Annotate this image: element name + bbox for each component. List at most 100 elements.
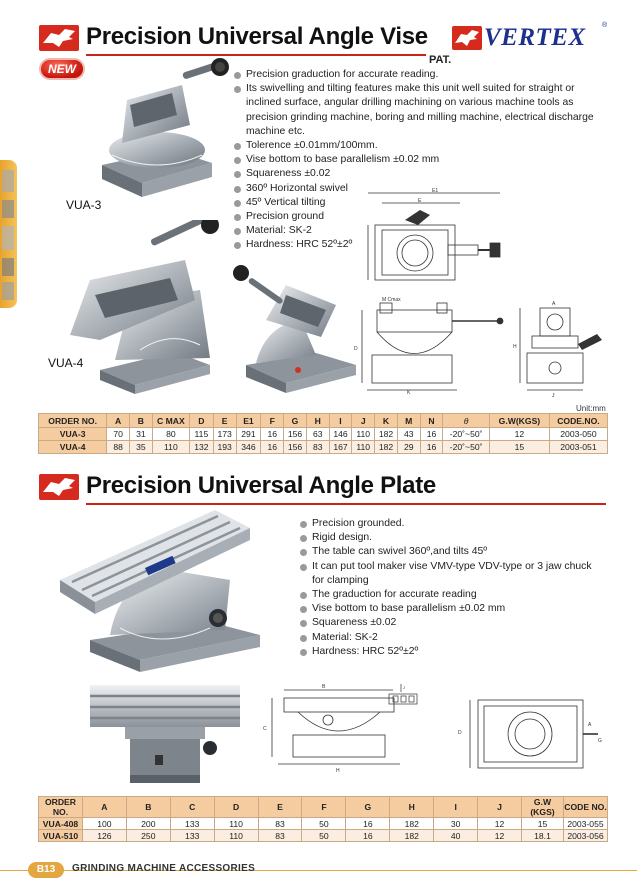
unit-label: Unit:mm bbox=[576, 404, 606, 413]
table-row: VUA-4 88 35 110 132 193 346 16 156 83 16… bbox=[37, 440, 609, 454]
table-header-cell: B bbox=[125, 796, 171, 818]
feature-item: 360º Horizontal swivel bbox=[233, 182, 605, 196]
svg-text:C: C bbox=[263, 726, 267, 732]
table-cell: 70 bbox=[106, 427, 131, 441]
table-cell: 83 bbox=[305, 440, 330, 454]
table-header-cell: A bbox=[106, 413, 131, 428]
svg-text:J: J bbox=[552, 393, 555, 398]
table-header-cell: D bbox=[213, 796, 259, 818]
feature-item: Hardness: HRC 52º±2º bbox=[233, 238, 605, 252]
table-header-cell: CODE NO. bbox=[562, 796, 609, 818]
table-header-cell: G bbox=[345, 796, 391, 818]
table-cell: 126 bbox=[81, 829, 127, 842]
angle-plate-photo bbox=[60, 510, 260, 672]
table-cell: 16 bbox=[419, 427, 444, 441]
table-cell: 16 bbox=[260, 440, 285, 454]
section1-feature-list: Precision graduction for accurate readin… bbox=[233, 68, 605, 253]
table-cell: 15 bbox=[521, 817, 564, 830]
table-header-cell: J bbox=[351, 413, 376, 428]
table-header-cell: E bbox=[257, 796, 303, 818]
angle-plate-top-drawing: D A G bbox=[458, 699, 602, 769]
table-cell: 133 bbox=[169, 829, 215, 842]
table-cell: 35 bbox=[129, 440, 153, 454]
title-underline bbox=[86, 503, 606, 505]
table-cell: 50 bbox=[301, 817, 347, 830]
table-cell: -20˚~50˚ bbox=[442, 440, 490, 454]
table-header-cell: J bbox=[477, 796, 523, 818]
table-header-cell: G.W (KGS) bbox=[521, 796, 564, 818]
footer-rule bbox=[0, 870, 637, 871]
table-header-cell: K bbox=[374, 413, 398, 428]
table-cell: 200 bbox=[125, 817, 171, 830]
svg-text:E1: E1 bbox=[432, 188, 438, 194]
table-cell: 88 bbox=[106, 440, 131, 454]
svg-text:M Cmax: M Cmax bbox=[382, 297, 401, 303]
feature-item: Squareness ±0.02 bbox=[233, 167, 605, 181]
brand-name: VERTEX bbox=[484, 24, 586, 51]
table-cell: 31 bbox=[129, 427, 153, 441]
table-cell: 133 bbox=[169, 817, 215, 830]
feature-item: Precision grounded. bbox=[299, 517, 605, 531]
table-header-cell: E bbox=[212, 413, 237, 428]
table-cell: 83 bbox=[257, 829, 303, 842]
feature-item: Precision graduction for accurate readin… bbox=[233, 68, 605, 82]
table-cell: 167 bbox=[328, 440, 353, 454]
table-cell: 16 bbox=[260, 427, 285, 441]
svg-text:J: J bbox=[403, 685, 405, 690]
table-cell: 16 bbox=[345, 829, 391, 842]
vua4-photo bbox=[70, 220, 219, 394]
table-cell: 30 bbox=[433, 817, 479, 830]
table-cell: -20˚~50˚ bbox=[442, 427, 490, 441]
table-cell: VUA-510 bbox=[38, 829, 83, 842]
angle-plate-front-photo bbox=[90, 685, 240, 783]
svg-text:K: K bbox=[407, 390, 411, 395]
table-cell: 16 bbox=[345, 817, 391, 830]
table-header-cell: CODE.NO. bbox=[548, 413, 609, 428]
table-header-cell: A bbox=[81, 796, 127, 818]
feature-item: Its swivelling and tilting features make… bbox=[233, 82, 605, 139]
footer-category: GRINDING MACHINE ACCESSORIES bbox=[72, 863, 256, 874]
section2-feature-list: Precision grounded. Rigid design. The ta… bbox=[299, 517, 605, 659]
angle-plate-spec-table: ORDER NO. A B C D E F G H I J G.W (KGS) … bbox=[38, 796, 609, 842]
table-header-cell: I bbox=[433, 796, 479, 818]
feature-item: Rigid design. bbox=[299, 531, 605, 545]
table-cell: 12 bbox=[477, 817, 523, 830]
model-label-vua4: VUA-4 bbox=[48, 356, 84, 370]
table-header-row: ORDER NO. A B C MAX D E E1 F G H I J K M… bbox=[37, 413, 609, 428]
page-number: B13 bbox=[28, 862, 64, 878]
table-cell: 115 bbox=[189, 427, 214, 441]
table-header-row: ORDER NO. A B C D E F G H I J G.W (KGS) … bbox=[38, 796, 609, 818]
feature-item: Precision ground bbox=[233, 210, 605, 224]
svg-text:A: A bbox=[552, 301, 556, 307]
vise-spec-table: ORDER NO. A B C MAX D E E1 F G H I J K M… bbox=[37, 413, 609, 454]
table-header-cell: M bbox=[396, 413, 421, 428]
table-row: VUA-510 126 250 133 110 83 50 16 182 40 … bbox=[38, 829, 609, 842]
table-header-cell: G bbox=[283, 413, 307, 428]
section1-title: Precision Universal Angle Vise bbox=[86, 23, 428, 50]
table-cell: 110 bbox=[351, 440, 376, 454]
table-cell: 110 bbox=[151, 440, 191, 454]
table-cell: VUA-3 bbox=[37, 427, 108, 441]
angle-plate-slot-detail: J bbox=[388, 684, 418, 705]
feature-item: Vise bottom to base parallelism ±0.02 mm bbox=[233, 153, 605, 167]
vertex-brand-logo: VERTEX ® bbox=[452, 22, 612, 54]
registered-mark: ® bbox=[602, 22, 608, 29]
table-header-cell: ORDER NO. bbox=[38, 796, 83, 818]
feature-item: The table can swivel 360º,and tilts 45º bbox=[299, 545, 605, 559]
table-cell: 193 bbox=[212, 440, 237, 454]
table-header-cell: N bbox=[419, 413, 444, 428]
table-header-cell: B bbox=[129, 413, 153, 428]
table-cell: 43 bbox=[396, 427, 421, 441]
eagle-logo-icon bbox=[39, 474, 79, 500]
feature-item: 45º Vertical tilting bbox=[233, 196, 605, 210]
table-cell: 156 bbox=[283, 440, 307, 454]
table-header-cell: G.W(KGS) bbox=[488, 413, 550, 428]
table-header-cell: H bbox=[305, 413, 330, 428]
vua4-angled-photo bbox=[233, 265, 356, 393]
table-cell: 110 bbox=[213, 817, 259, 830]
section2-title: Precision Universal Angle Plate bbox=[86, 472, 436, 499]
table-header-cell: C bbox=[169, 796, 215, 818]
svg-text:D: D bbox=[458, 730, 462, 736]
table-cell: 346 bbox=[235, 440, 262, 454]
table-header-cell: H bbox=[389, 796, 435, 818]
